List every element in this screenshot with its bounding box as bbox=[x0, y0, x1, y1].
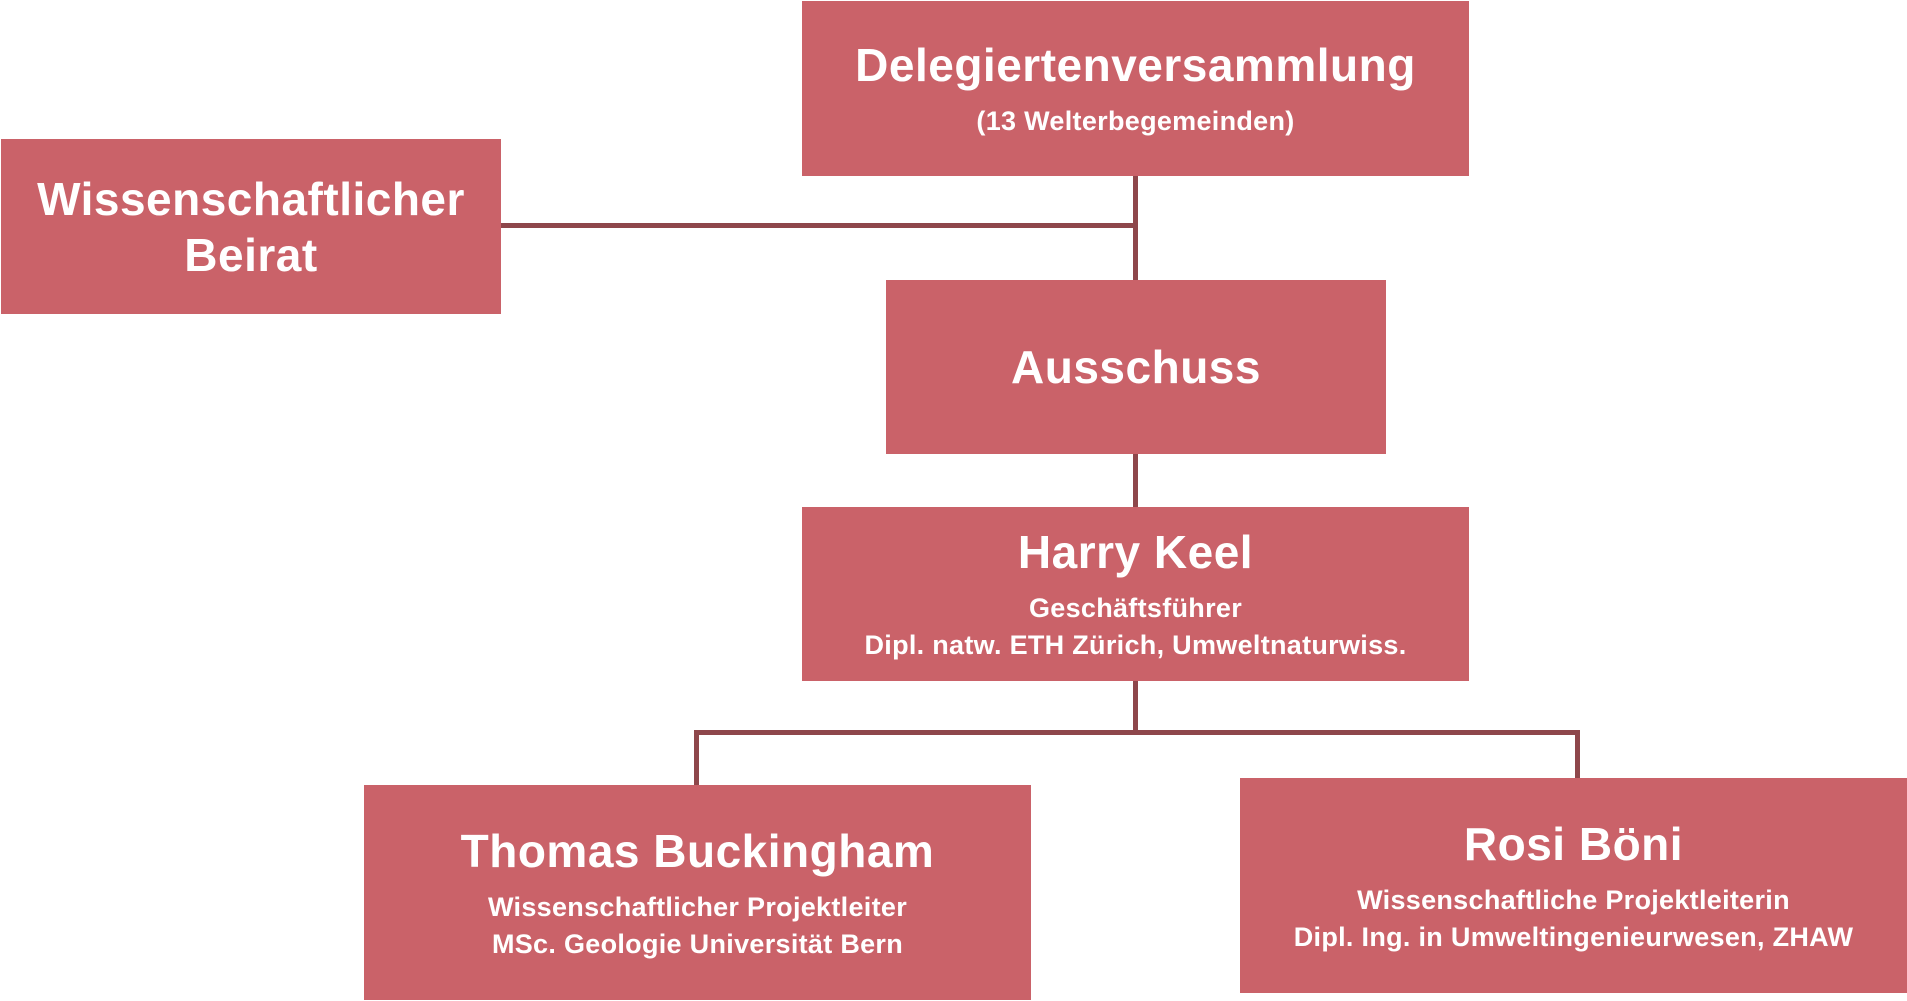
project-lead-2-name: Rosi Böni bbox=[1463, 817, 1684, 870]
advisory-board-box: Wissenschaftlicher Beirat bbox=[1, 139, 501, 314]
project-lead-1-degree: MSc. Geologie Universität Bern bbox=[491, 928, 904, 959]
project-lead-1-box: Thomas Buckingham Wissenschaftlicher Pro… bbox=[364, 785, 1031, 1000]
assembly-title: Delegiertenversammlung bbox=[855, 39, 1416, 91]
assembly-box: Delegiertenversammlung (13 Welterbegemei… bbox=[802, 1, 1469, 176]
project-lead-1-role: Wissenschaftlicher Projektleiter bbox=[487, 891, 908, 922]
connector-director-down bbox=[1133, 680, 1138, 732]
connector-team-bar bbox=[694, 730, 1580, 735]
project-lead-2-role: Wissenschaftliche Projektleiterin bbox=[1357, 884, 1790, 915]
managing-director-box: Harry Keel Geschäftsführer Dipl. natw. E… bbox=[802, 507, 1469, 681]
project-lead-2-degree: Dipl. Ing. in Umweltingenieurwesen, ZHAW bbox=[1293, 921, 1854, 952]
managing-director-role: Geschäftsführer bbox=[1028, 593, 1243, 623]
connector-committee-to-director bbox=[1133, 453, 1138, 507]
project-lead-1-name: Thomas Buckingham bbox=[460, 824, 935, 877]
connector-to-project-lead-2 bbox=[1575, 730, 1580, 778]
project-lead-2-box: Rosi Böni Wissenschaftliche Projektleite… bbox=[1240, 778, 1907, 993]
managing-director-name: Harry Keel bbox=[1017, 526, 1254, 578]
advisory-board-title-line1: Wissenschaftlicher bbox=[37, 172, 465, 225]
managing-director-degree: Dipl. natw. ETH Zürich, Umweltnaturwiss. bbox=[864, 630, 1407, 660]
assembly-subtitle: (13 Welterbegemeinden) bbox=[976, 106, 1295, 136]
advisory-board-title-line2: Beirat bbox=[184, 228, 318, 281]
committee-box: Ausschuss bbox=[886, 280, 1386, 454]
committee-title: Ausschuss bbox=[1011, 341, 1261, 393]
connector-advisory-board bbox=[500, 223, 1138, 228]
connector-to-project-lead-1 bbox=[694, 730, 699, 785]
